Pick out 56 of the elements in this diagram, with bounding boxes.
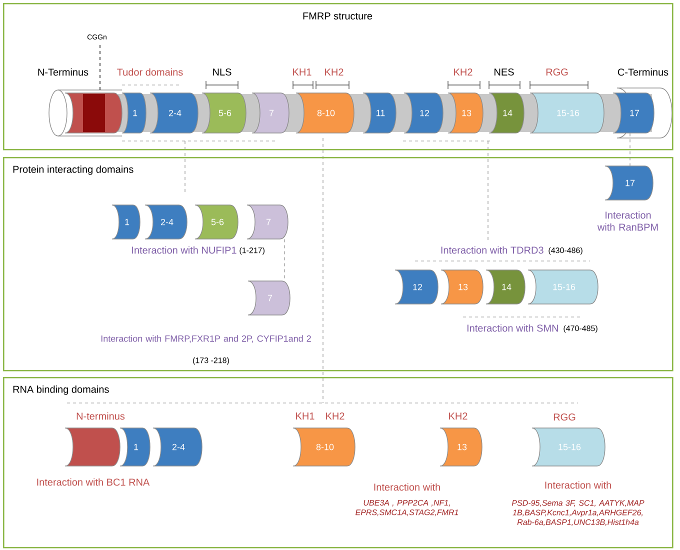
terminus-label: C-Terminus (618, 68, 668, 76)
residue-range: (173 -218) (193, 357, 229, 365)
domain-label: KH2 (325, 68, 344, 76)
gene-list: UBE3A , PPP2CA ,NF1, EPRS,SMC1A,STAG2,FMR1 (356, 500, 458, 516)
segment-drawing (64, 92, 122, 134)
terminus-label: N-Terminus (38, 68, 88, 76)
domain-segment: 14 (488, 92, 524, 134)
domain-segment: 15-16 (532, 428, 606, 466)
domain-segment: 2-4 (152, 428, 202, 466)
residue-range: (430-486) (548, 247, 582, 255)
domain-label: Tudor domains (117, 68, 183, 76)
domain-segment: 11 (362, 92, 396, 134)
domain-segment: 14 (486, 270, 526, 304)
interaction-label: Interaction with SMN (467, 324, 558, 332)
domain-segment: 8-10 (292, 428, 356, 466)
domain-segment: 2-4 (150, 92, 198, 134)
domain-label: KH2 (326, 412, 344, 420)
domain-segment: 8-10 (296, 92, 354, 134)
domain-label: KH1 (296, 412, 314, 420)
domain-segment: 12 (404, 92, 444, 134)
domain-label: RGG (546, 68, 568, 76)
domain-segment: 7 (252, 92, 290, 134)
segment-drawing (64, 428, 120, 466)
residue-range: (1-217) (240, 247, 264, 255)
domain-segment: 15-16 (528, 270, 598, 304)
domain-label: KH2 (454, 68, 472, 76)
interaction-label: Interaction with TDRD3 (441, 246, 544, 254)
domain-segment: 7 (248, 280, 290, 316)
residue-range: (470-485) (564, 325, 598, 333)
interaction-label: Interaction with (374, 483, 440, 491)
interaction-label: Interaction with BC1 RNA (37, 478, 150, 486)
domain-label: NLS (213, 68, 232, 76)
domain-segment: 12 (394, 270, 438, 304)
domain-segment: 15-16 (530, 92, 604, 134)
domain-segment: 5-6 (194, 204, 238, 240)
domain-segment: 5-6 (202, 92, 246, 134)
domain-label: KH2 (449, 412, 468, 420)
domain-segment: 1 (122, 92, 146, 134)
domain-segment: 1 (112, 204, 140, 240)
interaction-label: Interaction with NUFIP1 (132, 246, 236, 254)
gene-list: PSD-95,Sema 3F, SC1, AATYK,MAP 1B,BASP,Kcnc1,Avpr1a,ARHGEF26, Rab-6a,BASP1,UNC13B,Hist1h4a (512, 500, 644, 526)
interaction-label: Interaction with RanBPM (597, 211, 658, 231)
domain-label: NES (494, 68, 514, 76)
interaction-label: Interaction with (545, 481, 611, 489)
domain-segment: 17 (612, 92, 654, 134)
domain-segment: 13 (440, 270, 484, 304)
domain-label: RGG (554, 413, 576, 421)
domain-label: N-terminus (76, 412, 125, 420)
interaction-label: Interaction with FMRP,FXR1P and 2P, CYFIP1and 2 (101, 335, 311, 343)
domain-segment: 13 (448, 92, 484, 134)
domain-segment: 13 (440, 428, 482, 466)
domain-label: KH1 (293, 68, 312, 76)
domain-segment: 17 (604, 166, 654, 200)
domain-segment: 2-4 (144, 204, 188, 240)
domain-segment: 1 (120, 428, 150, 466)
domain-segment: 7 (246, 204, 288, 240)
